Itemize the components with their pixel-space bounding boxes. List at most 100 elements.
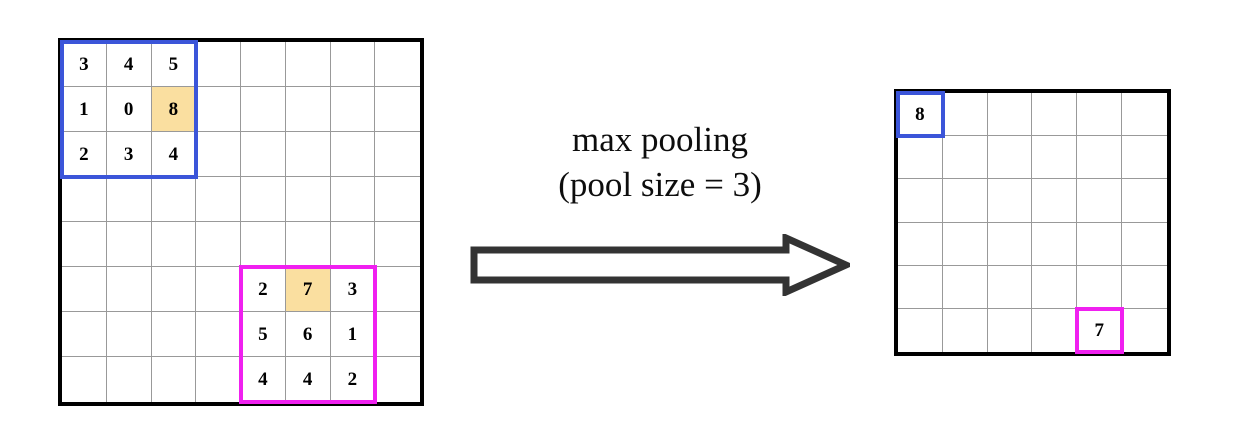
grid-cell: [1032, 93, 1078, 137]
grid-cell: [1122, 179, 1167, 223]
grid-cell: [106, 177, 152, 222]
grid-cell: [330, 177, 376, 222]
grid-cell: [1032, 265, 1078, 309]
grid-cell: 4: [286, 357, 331, 402]
grid-cell: [1122, 136, 1167, 180]
grid-cell: [330, 222, 376, 267]
grid-cell: [1032, 308, 1078, 352]
grid-cell: 4: [106, 42, 152, 87]
grid-cell: [330, 87, 376, 132]
grid-cell: [1077, 93, 1123, 137]
grid-cell: [330, 132, 376, 177]
grid-cell: [987, 265, 1033, 309]
grid-cell: [196, 87, 241, 132]
grid-cell: [196, 177, 241, 222]
grid-cell: [151, 177, 197, 222]
grid-cell: [196, 357, 241, 402]
grid-cell: [942, 222, 988, 266]
grid-cell: [942, 93, 988, 137]
grid-cell: [62, 267, 107, 312]
grid-cell: [1032, 136, 1078, 180]
grid-cell: [898, 179, 943, 223]
grid-cell: [196, 132, 241, 177]
grid-cell: [942, 136, 988, 180]
grid-cell: 2: [331, 357, 376, 402]
grid-cell: [987, 222, 1033, 266]
grid-cell: [107, 357, 152, 402]
grid-cell: [196, 222, 241, 267]
grid-cell: [241, 222, 286, 267]
grid-cell: [898, 265, 943, 309]
grid-cell: 7: [1077, 308, 1123, 352]
grid-cell: [942, 265, 988, 309]
grid-cell: [375, 132, 420, 177]
grid-cell: [285, 222, 331, 267]
grid-cell: 8: [151, 87, 197, 132]
grid-cell: [62, 222, 107, 267]
grid-cell: [241, 132, 286, 177]
grid-cell: [285, 132, 331, 177]
operation-label: max pooling (pool size = 3): [460, 118, 860, 208]
grid-cell: [151, 312, 197, 357]
grid-cell: 0: [106, 87, 152, 132]
grid-cell: 7: [285, 267, 331, 312]
grid-cell: [1032, 179, 1078, 223]
operation-label-line1: max pooling: [572, 120, 748, 159]
grid-cell: 8: [898, 93, 943, 137]
grid-cell: [1077, 136, 1123, 180]
grid-cell: [106, 222, 152, 267]
grid-cell: [943, 308, 988, 352]
grid-cell: [241, 87, 286, 132]
grid-cell: 1: [62, 87, 107, 132]
grid-cell: 3: [62, 42, 107, 87]
grid-cell: 1: [330, 312, 376, 357]
grid-cell: [375, 87, 420, 132]
grid-cell: [106, 312, 152, 357]
grid-cell: [106, 267, 152, 312]
grid-cell: [151, 222, 197, 267]
grid-cell: [987, 136, 1033, 180]
grid-cell: [1122, 309, 1167, 352]
grid-cell: [987, 93, 1033, 137]
grid-cell: [62, 357, 107, 402]
grid-cell: [196, 42, 241, 87]
grid-cell: [1122, 93, 1167, 137]
grid-cell: 3: [106, 132, 152, 177]
arrow-right-icon: [470, 232, 855, 298]
grid-cell: 6: [285, 312, 331, 357]
grid-cell: [375, 267, 420, 312]
grid-cell: 5: [241, 312, 286, 357]
grid-cell: [375, 312, 420, 357]
grid-cell: [988, 308, 1033, 352]
grid-cell: [196, 312, 241, 357]
operation-label-line2: (pool size = 3): [558, 164, 762, 204]
grid-cell: [375, 357, 420, 402]
grid-cell: [330, 42, 376, 87]
grid-cell: [62, 177, 107, 222]
grid-cell: [1032, 222, 1078, 266]
grid-cell: [285, 42, 331, 87]
grid-cell: [987, 179, 1033, 223]
grid-cell: [375, 177, 420, 222]
grid-cell: 3: [330, 267, 376, 312]
grid-cell: [1122, 223, 1167, 266]
grid-cell: [898, 308, 943, 352]
grid-cell: [375, 222, 420, 267]
grid-cell: [1077, 222, 1123, 266]
grid-cell: [375, 42, 420, 87]
grid-cell: [62, 312, 107, 357]
grid-cell: 4: [241, 357, 286, 402]
grid-cell: [241, 42, 286, 87]
grid-cell: [1122, 266, 1167, 309]
grid-cell: [196, 267, 241, 312]
grid-cell: [151, 267, 197, 312]
grid-cell: 2: [62, 132, 107, 177]
grid-cell: [898, 222, 943, 266]
grid-cell: 5: [151, 42, 197, 87]
grid-cell: [285, 177, 331, 222]
grid-cell: [898, 136, 943, 180]
